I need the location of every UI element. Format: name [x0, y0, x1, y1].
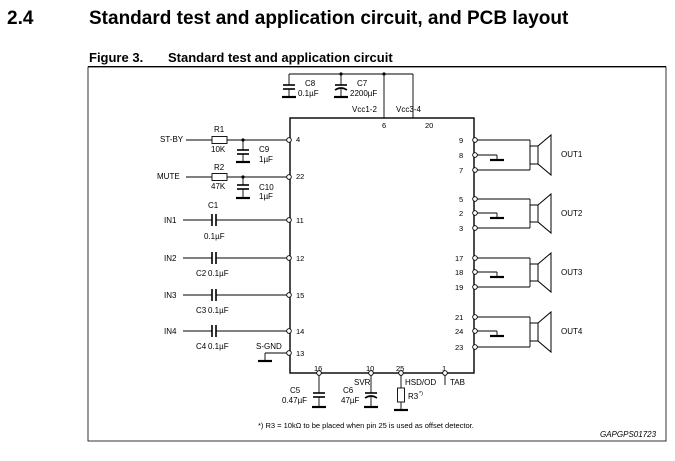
st-by-label: ST-BY [160, 135, 184, 144]
r3-footnote-mark: *) [419, 391, 423, 397]
c1-value: 0.1µF [204, 232, 225, 241]
pin-13: 13 [296, 349, 304, 358]
c6-value: 47µF [341, 396, 360, 405]
c7-value: 2200µF [350, 89, 377, 98]
section-number: 2.4 [7, 8, 34, 29]
speaker-out4-icon [529, 310, 552, 354]
pin-10: 10 [366, 364, 374, 373]
pin-1: 1 [442, 364, 446, 373]
pin-23: 23 [455, 343, 463, 352]
c3-name: C3 [196, 306, 207, 315]
speaker-out3-icon [529, 251, 552, 294]
pin-15: 15 [296, 291, 304, 300]
pin-12: 12 [296, 254, 304, 263]
pin-24: 24 [455, 327, 463, 336]
pin-7: 7 [459, 166, 463, 175]
bottom-network [312, 375, 446, 412]
c6-name: C6 [343, 386, 354, 395]
bottom-pin-terminals [316, 370, 448, 376]
left-pin-terminals [286, 137, 292, 356]
pin-11: 11 [296, 216, 304, 225]
drawing-code: GAPGPS01723 [600, 430, 657, 439]
pin-16: 16 [314, 364, 322, 373]
in4-label: IN4 [164, 327, 177, 336]
c2-name: C2 [196, 269, 207, 278]
c9-name: C9 [259, 145, 270, 154]
tab-label: TAB [450, 378, 465, 387]
mute-label: MUTE [157, 172, 180, 181]
footnote: *) R3 = 10kΩ to be placed when pin 25 is… [258, 421, 474, 430]
out4-label: OUT4 [561, 327, 583, 336]
c8-value: 0.1µF [298, 89, 319, 98]
hsd-od-label: HSD/OD [405, 378, 436, 387]
figure-label: Figure 3. [89, 50, 144, 65]
figure-title-rule [88, 66, 666, 67]
pin-14: 14 [296, 327, 304, 336]
c4-value: 0.1µF [208, 342, 229, 351]
pin-17: 17 [455, 254, 463, 263]
output-network [477, 139, 531, 348]
supply-network [282, 72, 430, 119]
out3-label: OUT3 [561, 268, 583, 277]
pin-21: 21 [455, 313, 463, 322]
c5-value: 0.47µF [282, 396, 307, 405]
pin-5: 5 [459, 195, 463, 204]
pin-9: 9 [459, 136, 463, 145]
right-pin-terminals [472, 137, 478, 350]
ic-body [289, 117, 475, 374]
section-title: Standard test and application circuit, a… [89, 8, 569, 29]
speaker-out2-icon [529, 192, 552, 235]
vcc1-2-label: Vcc1-2 [352, 105, 377, 114]
c10-value: 1µF [259, 192, 273, 201]
c2-value: 0.1µF [208, 269, 229, 278]
figure-frame [87, 66, 667, 442]
c1-name: C1 [208, 201, 219, 210]
r2-name: R2 [214, 163, 225, 172]
input-network [183, 214, 287, 363]
in2-label: IN2 [164, 254, 177, 263]
in1-label: IN1 [164, 216, 177, 225]
svr-label: SVR [354, 378, 371, 387]
standby-mute-network [186, 136, 287, 200]
pin-19: 19 [455, 283, 463, 292]
out2-label: OUT2 [561, 209, 583, 218]
pin-2: 2 [459, 209, 463, 218]
pin-20: 20 [425, 121, 433, 130]
s-gnd-label: S-GND [256, 342, 282, 351]
c3-value: 0.1µF [208, 306, 229, 315]
pin-6: 6 [382, 121, 386, 130]
c8-name: C8 [305, 79, 316, 88]
c4-name: C4 [196, 342, 207, 351]
pin-18: 18 [455, 268, 463, 277]
r2-value: 47K [211, 182, 226, 191]
c5-name: C5 [290, 386, 301, 395]
vcc3-4-label: Vcc3-4 [396, 105, 421, 114]
r1-value: 10K [211, 145, 226, 154]
pin-8: 8 [459, 151, 463, 160]
pin-22: 22 [296, 172, 304, 181]
out1-label: OUT1 [561, 150, 583, 159]
figure-title: Standard test and application circuit [168, 50, 393, 65]
c7-name: C7 [357, 79, 368, 88]
pin-4: 4 [296, 135, 300, 144]
c9-value: 1µF [259, 155, 273, 164]
speaker-out1-icon [529, 133, 552, 177]
r3-name: R3 [408, 392, 419, 401]
in3-label: IN3 [164, 291, 177, 300]
r1-name: R1 [214, 125, 225, 134]
c10-name: C10 [259, 183, 274, 192]
pin-25: 25 [396, 364, 404, 373]
pin-3: 3 [459, 224, 463, 233]
